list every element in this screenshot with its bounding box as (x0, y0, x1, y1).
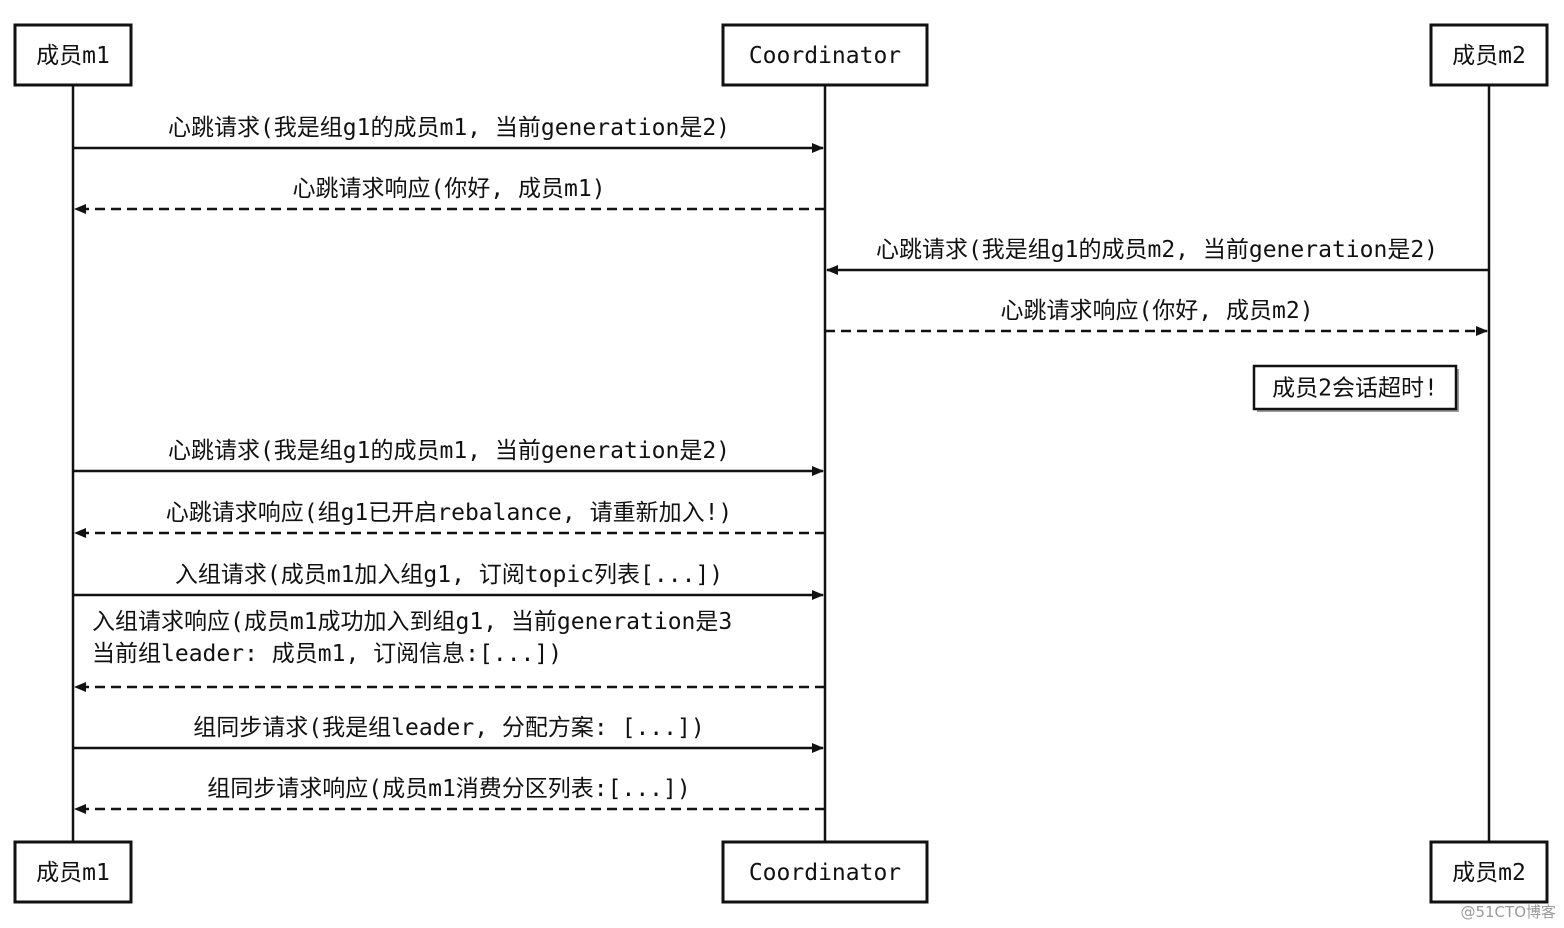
participant-box-m2-bottom: 成员m2 (1429, 840, 1549, 904)
participant-box-m1-bottom: 成员m1 (13, 840, 133, 904)
participant-box-m1-top: 成员m1 (13, 23, 133, 87)
message-label: 心跳请求响应(组g1已开启rebalance, 请重新加入!) (166, 500, 733, 526)
message-label: 心跳请求响应(你好, 成员m1) (292, 176, 605, 202)
message-label: 心跳请求(我是组g1的成员m1, 当前generation是2) (168, 115, 730, 141)
message-label: 心跳请求(我是组g1的成员m2, 当前generation是2) (876, 237, 1438, 263)
participant-box-m2-top: 成员m2 (1429, 23, 1549, 87)
note-session-timeout: 成员2会话超时! (1252, 364, 1459, 412)
watermark: @51CTO博客 (1460, 903, 1556, 921)
message-label: 组同步请求响应(成员m1消费分区列表:[...]) (207, 776, 690, 802)
message-9: 组同步请求(我是组leader, 分配方案: [...]) (73, 715, 824, 753)
message-7: 入组请求(成员m1加入组g1, 订阅topic列表[...]) (73, 562, 824, 600)
message-8: 入组请求响应(成员m1成功加入到组g1, 当前generation是3 当前组le… (74, 609, 825, 692)
message-2: 心跳请求响应(你好, 成员m1) (74, 176, 825, 214)
message-1: 心跳请求(我是组g1的成员m1, 当前generation是2) (73, 115, 824, 153)
message-5: 心跳请求(我是组g1的成员m1, 当前generation是2) (73, 438, 824, 476)
participant-label-m1: 成员m1 (36, 43, 110, 69)
participant-label-m1: 成员m1 (36, 860, 110, 886)
participant-box-coordinator-top: Coordinator (721, 23, 929, 87)
participant-label-m2: 成员m2 (1452, 43, 1526, 69)
note-text: 成员2会话超时! (1272, 376, 1438, 402)
message-6: 心跳请求响应(组g1已开启rebalance, 请重新加入!) (74, 500, 825, 538)
message-label-line: 当前组leader: 成员m1, 订阅信息:[...]) (92, 641, 562, 667)
participant-box-coordinator-bottom: Coordinator (721, 840, 929, 904)
message-label: 入组请求(成员m1加入组g1, 订阅topic列表[...]) (175, 562, 723, 588)
message-3: 心跳请求(我是组g1的成员m2, 当前generation是2) (826, 237, 1489, 275)
message-label: 心跳请求(我是组g1的成员m1, 当前generation是2) (168, 438, 730, 464)
message-10: 组同步请求响应(成员m1消费分区列表:[...]) (74, 776, 825, 814)
message-4: 心跳请求响应(你好, 成员m2) (825, 298, 1488, 336)
message-label: 组同步请求(我是组leader, 分配方案: [...]) (193, 715, 704, 741)
participant-label-m2: 成员m2 (1452, 860, 1526, 886)
message-label-line: 入组请求响应(成员m1成功加入到组g1, 当前generation是3 (92, 609, 732, 635)
participant-label-coordinator: Coordinator (749, 43, 901, 69)
participant-label-coordinator: Coordinator (749, 860, 901, 886)
message-label: 心跳请求响应(你好, 成员m2) (1000, 298, 1313, 324)
